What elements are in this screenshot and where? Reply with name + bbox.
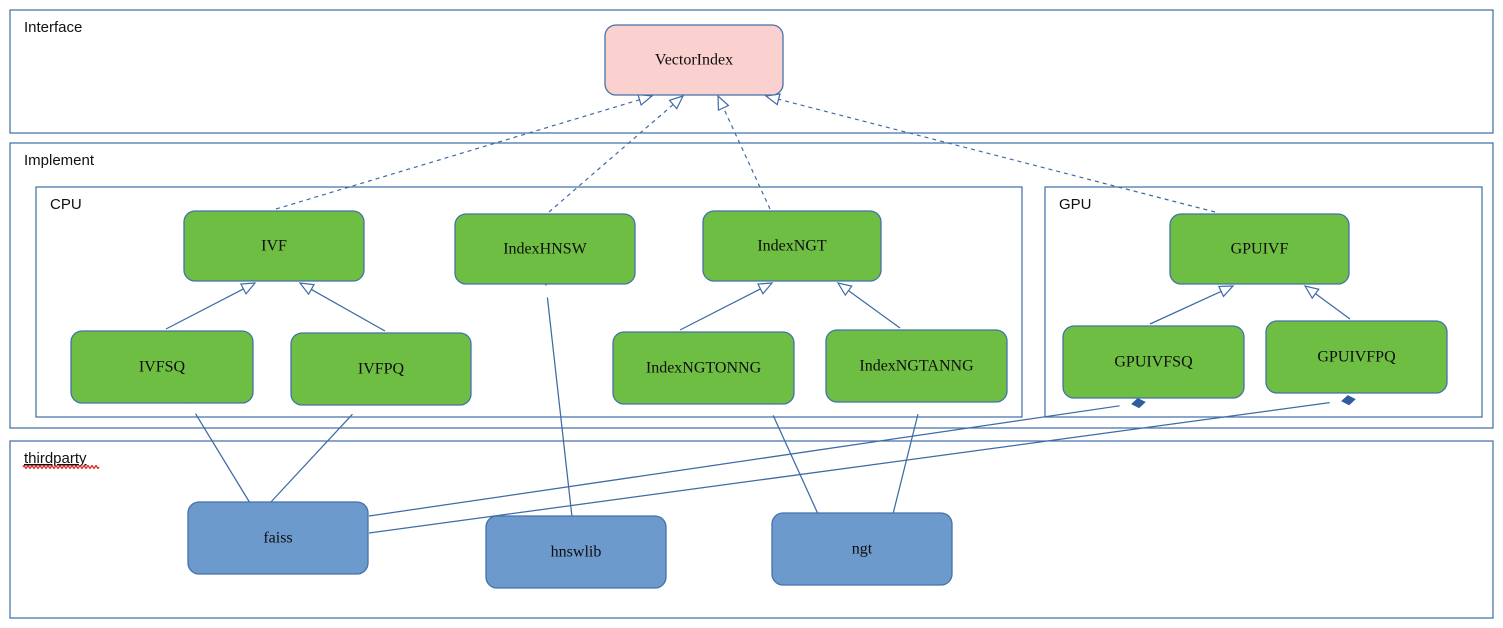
diamond-e-gpuivfpq-faiss xyxy=(1341,395,1356,406)
node-faiss[interactable]: faiss xyxy=(187,501,369,575)
edge-layer xyxy=(165,93,1356,534)
edge-line-e-ngtanng-indexngt xyxy=(847,289,901,329)
node-label-ngt: ngt xyxy=(852,541,873,558)
node-label-indexhnsw: IndexHNSW xyxy=(503,241,587,258)
edge-e-ngtonng-indexngt xyxy=(679,282,774,331)
edge-line-e-ngtonng-ngt xyxy=(772,415,819,515)
node-box-faiss[interactable] xyxy=(187,501,369,575)
edge-e-indexngt-vectorindex xyxy=(717,94,771,210)
node-box-gpuivfsq[interactable] xyxy=(1062,325,1245,399)
edge-e-gpuivfsq-gpuivf xyxy=(1149,285,1235,325)
edge-e-indexhnsw-vectorindex xyxy=(548,94,685,213)
diamond-e-gpuivfsq-faiss xyxy=(1131,398,1146,409)
node-ivfpq[interactable]: IVFPQ xyxy=(290,332,472,406)
node-box-vectorindex[interactable] xyxy=(604,24,784,96)
edge-e-ivfsq-ivf xyxy=(165,282,257,330)
node-box-gpuivfpq[interactable] xyxy=(1265,320,1448,394)
edge-line-e-indexhnsw-hnswlib xyxy=(546,297,573,518)
node-box-indexngtanng[interactable] xyxy=(825,329,1008,403)
node-box-ivfpq[interactable] xyxy=(290,332,472,406)
node-indexhnsw[interactable]: IndexHNSW xyxy=(454,213,636,285)
edge-e-ngtanng-indexngt xyxy=(836,282,901,329)
edge-line-e-ngtanng-ngt xyxy=(892,413,919,515)
edge-line-e-indexhnsw-vectorindex xyxy=(548,103,674,213)
edge-line-e-indexngt-vectorindex xyxy=(722,107,771,210)
arrowhead-e-ivfpq-ivf xyxy=(298,282,315,296)
arrowhead-e-indexngt-vectorindex xyxy=(717,94,730,112)
node-ivf[interactable]: IVF xyxy=(183,210,365,282)
arrowhead-e-indexhnsw-vectorindex xyxy=(668,94,685,110)
node-label-indexngtonng: IndexNGTONNG xyxy=(646,360,762,377)
node-label-indexngtanng: IndexNGTANNG xyxy=(859,358,974,375)
container-label-thirdparty: thirdparty xyxy=(24,450,87,467)
edge-line-e-gpuivfpq-faiss xyxy=(368,402,1330,534)
node-ivfsq[interactable]: IVFSQ xyxy=(70,330,254,404)
node-box-ivf[interactable] xyxy=(183,210,365,282)
node-label-hnswlib: hnswlib xyxy=(551,544,602,561)
edge-line-e-gpuivfsq-gpuivf xyxy=(1149,290,1222,325)
node-label-ivfpq: IVFPQ xyxy=(358,361,405,378)
edge-line-e-ivfsq-ivf xyxy=(165,288,245,330)
edge-line-e-gpuivfsq-faiss xyxy=(368,405,1120,517)
node-box-gpuivf[interactable] xyxy=(1169,213,1350,285)
container-label-gpu: GPU xyxy=(1059,196,1092,213)
node-label-indexngt: IndexNGT xyxy=(757,238,827,255)
node-vectorindex[interactable]: VectorIndex xyxy=(604,24,784,96)
node-label-faiss: faiss xyxy=(263,530,292,547)
node-label-gpuivf: GPUIVF xyxy=(1231,241,1289,258)
node-indexngt[interactable]: IndexNGT xyxy=(702,210,882,282)
node-gpuivfpq[interactable]: GPUIVFPQ xyxy=(1265,320,1448,394)
node-box-indexngtonng[interactable] xyxy=(612,331,795,405)
arrowhead-e-ngtonng-indexngt xyxy=(756,282,774,295)
container-label-implement: Implement xyxy=(24,152,95,169)
edge-line-e-ivfpq-faiss xyxy=(269,413,353,504)
edge-e-gpuivfsq-faiss xyxy=(368,398,1146,517)
edge-line-e-ivfpq-ivf xyxy=(310,288,386,332)
edge-e-ivfpq-ivf xyxy=(298,282,386,332)
arrowhead-e-ivfsq-ivf xyxy=(239,282,257,295)
node-gpuivf[interactable]: GPUIVF xyxy=(1169,213,1350,285)
node-label-ivf: IVF xyxy=(261,238,287,255)
node-box-ivfsq[interactable] xyxy=(70,330,254,404)
edge-line-e-ivfsq-faiss xyxy=(194,413,251,504)
node-hnswlib[interactable]: hnswlib xyxy=(485,515,667,589)
edge-line-e-gpuivfpq-gpuivf xyxy=(1314,292,1351,320)
node-box-hnswlib[interactable] xyxy=(485,515,667,589)
arrowhead-e-gpuivfsq-gpuivf xyxy=(1217,285,1235,298)
arrowhead-e-ngtanng-indexngt xyxy=(836,282,853,297)
container-label-interface: Interface xyxy=(24,19,82,36)
spellcheck-underline-thirdparty xyxy=(22,465,100,469)
node-ngt[interactable]: ngt xyxy=(771,512,953,586)
node-indexngtanng[interactable]: IndexNGTANNG xyxy=(825,329,1008,403)
node-box-indexhnsw[interactable] xyxy=(454,213,636,285)
node-label-gpuivfsq: GPUIVFSQ xyxy=(1114,354,1193,371)
arrowhead-e-gpuivfpq-gpuivf xyxy=(1303,285,1320,300)
edge-line-e-gpuivf-vectorindex xyxy=(777,98,1216,213)
node-gpuivfsq[interactable]: GPUIVFSQ xyxy=(1062,325,1245,399)
node-indexngtonng[interactable]: IndexNGTONNG xyxy=(612,331,795,405)
edge-line-e-ngtonng-indexngt xyxy=(679,288,762,331)
edge-e-gpuivfpq-faiss xyxy=(368,395,1356,534)
edge-e-gpuivfpq-gpuivf xyxy=(1303,285,1351,320)
node-label-gpuivfpq: GPUIVFPQ xyxy=(1317,349,1396,366)
node-box-ngt[interactable] xyxy=(771,512,953,586)
container-label-cpu: CPU xyxy=(50,196,82,213)
node-box-indexngt[interactable] xyxy=(702,210,882,282)
node-label-ivfsq: IVFSQ xyxy=(139,359,186,376)
node-label-vectorindex: VectorIndex xyxy=(655,52,733,69)
